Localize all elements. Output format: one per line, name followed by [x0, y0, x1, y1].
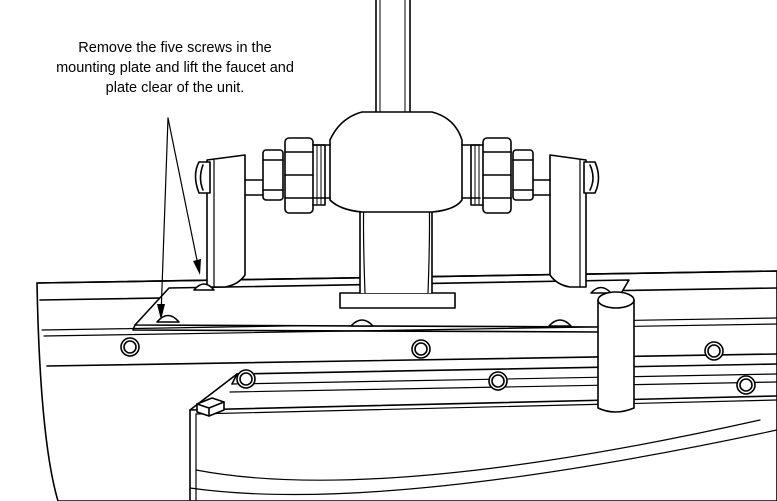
screw-3: [156, 314, 180, 323]
callout-line: Remove the five screws in the: [78, 40, 272, 56]
callout-leaders: [160, 117, 200, 317]
callout-line: mounting plate and lift the faucet and: [56, 60, 294, 76]
arrowhead-icon: [157, 304, 165, 320]
right-bracket-arm: [524, 154, 600, 288]
bolt-head: [736, 375, 756, 395]
faucet-cross-body: [311, 111, 481, 213]
hex-fitting: [196, 397, 225, 417]
right-nut-assembly: [470, 137, 534, 214]
bolt-head: [704, 341, 724, 361]
screw-4: [350, 319, 374, 327]
screw-5: [548, 319, 572, 327]
left-bracket-arm: [194, 154, 271, 288]
faucet-spout-pipe: [375, 0, 411, 116]
bolt-head: [411, 339, 431, 359]
mounting-screws: [156, 283, 612, 327]
arrowhead-icon: [193, 259, 201, 275]
bolt-head: [120, 337, 140, 357]
left-nut-assembly: [262, 137, 326, 214]
bolt-head: [488, 371, 508, 391]
screw-1: [193, 283, 215, 291]
callout-line: plate clear of the unit.: [105, 80, 245, 96]
instruction-callout: Remove the five screws in the mounting p…: [8, 38, 342, 98]
peg-post: [597, 291, 635, 413]
bolt-head: [236, 369, 256, 389]
front-bolt-heads: [120, 337, 756, 395]
